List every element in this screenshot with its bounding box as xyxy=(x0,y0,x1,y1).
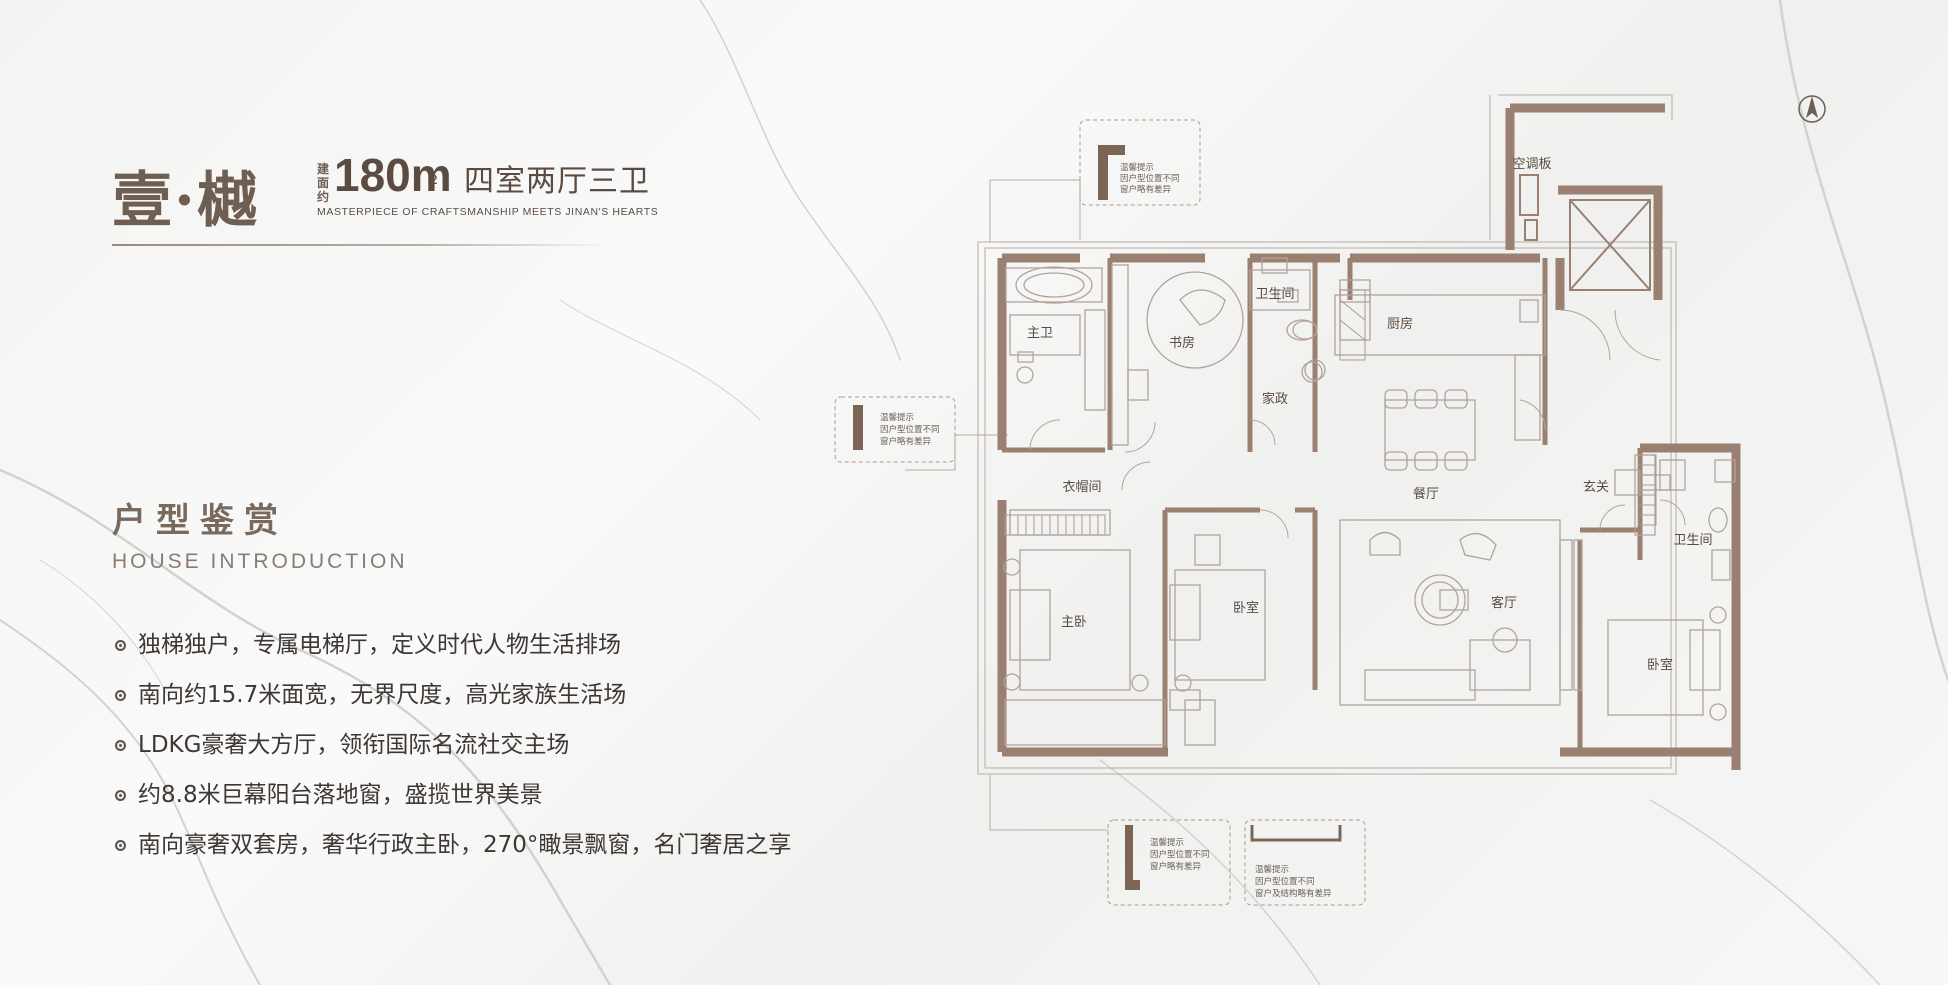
feature-item: 约8.8米巨幕阳台落地窗，盛揽世界美景 xyxy=(112,778,791,828)
room-label-ac-board: 空调板 xyxy=(1512,157,1551,172)
feature-text: 独梯独户，专属电梯厅，定义时代人物生活排场 xyxy=(138,632,621,658)
svg-text:因户型位置不同: 因户型位置不同 xyxy=(1255,876,1315,887)
feature-text: LDKG豪奢大方厅，领衔国际名流社交主场 xyxy=(138,732,570,758)
note-top: 温馨提示 因户型位置不同 窗户略有差异 xyxy=(1079,119,1201,206)
room-label-foyer: 玄关 xyxy=(1583,480,1609,495)
room-label-bedroom-1: 卧室 xyxy=(1233,600,1259,616)
svg-text:窗户略有差异: 窗户略有差异 xyxy=(1120,184,1172,195)
feature-item: LDKG豪奢大方厅，领衔国际名流社交主场 xyxy=(112,728,791,778)
svg-text:窗户略有差异: 窗户略有差异 xyxy=(1150,861,1202,872)
room-label-dining: 餐厅 xyxy=(1413,486,1439,502)
area-prefix: 建面约 xyxy=(317,162,330,204)
bullet-icon xyxy=(115,640,126,651)
room-label-living-room: 客厅 xyxy=(1491,595,1517,611)
svg-text:温馨提示: 温馨提示 xyxy=(1120,162,1154,173)
room-label-cloakroom: 衣帽间 xyxy=(1062,479,1101,495)
room-label-bathroom-2: 卫生间 xyxy=(1673,533,1712,548)
svg-text:温馨提示: 温馨提示 xyxy=(880,412,914,423)
brand-title: 壹·樾 xyxy=(112,166,259,236)
room-label-kitchen: 厨房 xyxy=(1387,316,1413,332)
feature-item: 南向约15.7米面宽，无界尺度，高光家族生活场 xyxy=(112,678,791,728)
section-title: 户型鉴赏 xyxy=(112,501,288,541)
room-label-bedroom-2: 卧室 xyxy=(1647,657,1673,673)
compass-icon: N xyxy=(1798,85,1826,123)
title-divider xyxy=(112,244,612,246)
svg-text:窗户及结构略有差异: 窗户及结构略有差异 xyxy=(1255,888,1332,899)
area-value: 180m xyxy=(334,149,452,201)
room-label-study: 书房 xyxy=(1169,335,1195,351)
feature-text: 约8.8米巨幕阳台落地窗，盛揽世界美景 xyxy=(138,782,543,808)
bullet-icon xyxy=(115,840,126,851)
room-label-housekeeping: 家政 xyxy=(1262,391,1288,407)
svg-text:因户型位置不同: 因户型位置不同 xyxy=(1120,173,1180,184)
note-bottom-2: 温馨提示 因户型位置不同 窗户及结构略有差异 xyxy=(1244,819,1366,906)
feature-text: 南向约15.7米面宽，无界尺度，高光家族生活场 xyxy=(138,682,627,708)
area-unit: ² xyxy=(430,170,438,195)
room-label-master-bath: 主卫 xyxy=(1027,326,1053,341)
svg-text:窗户略有差异: 窗户略有差异 xyxy=(880,436,932,447)
feature-list: 独梯独户，专属电梯厅，定义时代人物生活排场 南向约15.7米面宽，无界尺度，高光… xyxy=(112,628,791,878)
bullet-icon xyxy=(115,740,126,751)
bullet-icon xyxy=(115,690,126,701)
note-left: 温馨提示 因户型位置不同 窗户略有差异 xyxy=(834,396,956,463)
feature-item: 南向豪奢双套房，奢华行政主卧，270°瞰景飘窗，名门奢居之享 xyxy=(112,828,791,878)
svg-text:温馨提示: 温馨提示 xyxy=(1150,837,1184,848)
bullet-icon xyxy=(115,790,126,801)
svg-text:因户型位置不同: 因户型位置不同 xyxy=(880,424,940,435)
room-label-master-bedroom: 主卧 xyxy=(1061,615,1087,630)
compass-label: N xyxy=(1807,85,1817,86)
note-bottom-1: 温馨提示 因户型位置不同 窗户略有差异 xyxy=(1107,819,1231,906)
slogan: MASTERPIECE OF CRAFTSMANSHIP MEETS JINAN… xyxy=(317,206,659,218)
feature-text: 南向豪奢双套房，奢华行政主卧，270°瞰景飘窗，名门奢居之享 xyxy=(138,832,792,858)
section-subtitle: HOUSE INTRODUCTION xyxy=(112,550,408,573)
floor-plan: N xyxy=(834,85,1826,906)
layout-type: 四室两厅三卫 xyxy=(464,164,650,199)
room-label-bathroom-1: 卫生间 xyxy=(1255,287,1294,302)
feature-item: 独梯独户，专属电梯厅，定义时代人物生活排场 xyxy=(112,628,791,678)
svg-text:因户型位置不同: 因户型位置不同 xyxy=(1150,849,1210,860)
svg-text:温馨提示: 温馨提示 xyxy=(1255,864,1289,875)
